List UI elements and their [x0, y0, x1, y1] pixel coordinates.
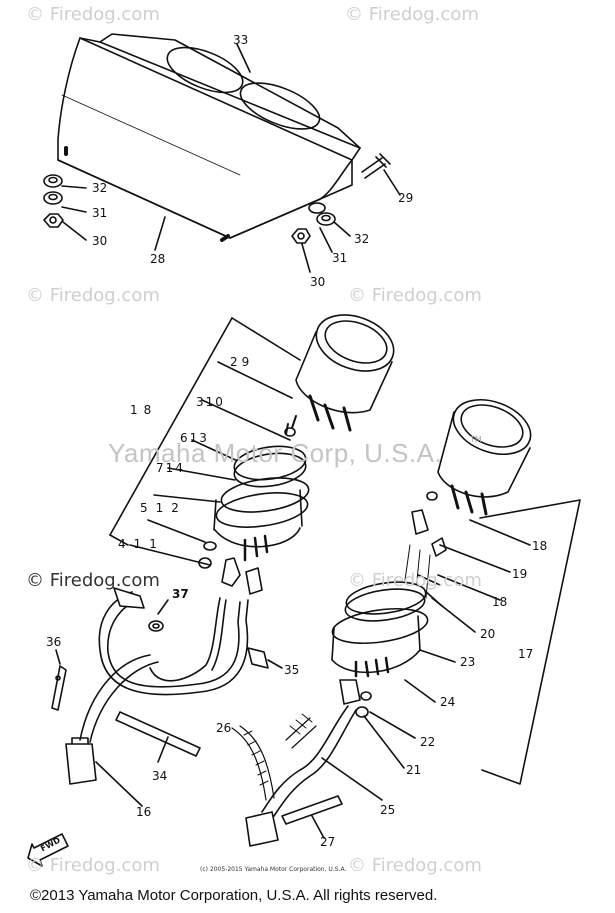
left-meter	[198, 314, 395, 595]
part-label: 30	[310, 275, 326, 289]
part-label: 29	[398, 191, 414, 205]
bolt-group-right	[291, 153, 401, 273]
part-label: 512	[140, 501, 187, 515]
watermark: © Firedog.com	[345, 4, 479, 25]
part-label: 36	[46, 635, 62, 649]
part-label: 27	[320, 835, 336, 849]
small-parts	[51, 599, 283, 763]
forward-arrow-icon	[27, 833, 69, 867]
part-label: 24	[440, 695, 456, 709]
watermark: © Firedog.com	[26, 4, 160, 25]
watermark: © Firedog.com	[348, 855, 482, 876]
part-label: 29	[230, 355, 254, 369]
part-label: 32	[354, 232, 370, 246]
copyright-notice: ©2013 Yamaha Motor Corporation, U.S.A. A…	[30, 887, 438, 904]
trademark-overlay: Yamaha Motor Corp, U.S.A.	[108, 438, 443, 468]
part-label: 20	[480, 627, 496, 641]
part-label: 26	[216, 721, 232, 735]
trademark-symbol: TM	[470, 435, 482, 444]
watermark: © Firedog.com	[348, 570, 482, 591]
part-label: 37	[172, 587, 189, 601]
part-label: 310	[196, 395, 225, 409]
part-label: 35	[284, 663, 300, 677]
watermark: © Firedog.com	[26, 570, 160, 591]
meter-cover	[57, 33, 361, 242]
part-label: 18	[532, 539, 548, 553]
watermark: © Firedog.com	[26, 855, 160, 876]
part-label: 32	[92, 181, 108, 195]
part-label: 25	[380, 803, 396, 817]
nut-group-left	[43, 174, 87, 241]
part-label: 28	[150, 252, 166, 266]
part-label: 16	[136, 805, 152, 819]
watermark: © Firedog.com	[348, 285, 482, 306]
part-label: 30	[92, 234, 108, 248]
part-label: 33	[233, 33, 249, 47]
part-label: 613	[180, 431, 209, 445]
right-meter	[331, 399, 532, 718]
part-label: 31	[92, 206, 108, 220]
part-label: 411	[118, 537, 165, 551]
speedometer-cable	[65, 587, 249, 807]
tachometer-cable	[231, 705, 383, 847]
left-meter-callout-frame	[109, 317, 301, 566]
image-credit: (c) 2005-2015 Yamaha Motor Corporation, …	[200, 866, 347, 873]
part-label: 714	[156, 461, 185, 475]
watermark: © Firedog.com	[26, 285, 160, 306]
right-meter-callout-frame	[363, 499, 581, 785]
part-label: 19	[512, 567, 528, 581]
part-label: 18	[130, 403, 158, 417]
part-label: 22	[420, 735, 436, 749]
part-label: 34	[152, 769, 168, 783]
part-label: 23	[460, 655, 476, 669]
part-label: 21	[406, 763, 422, 777]
part-label: 31	[332, 251, 348, 265]
part-label: 18	[492, 595, 508, 609]
part-label: 17	[518, 647, 534, 661]
